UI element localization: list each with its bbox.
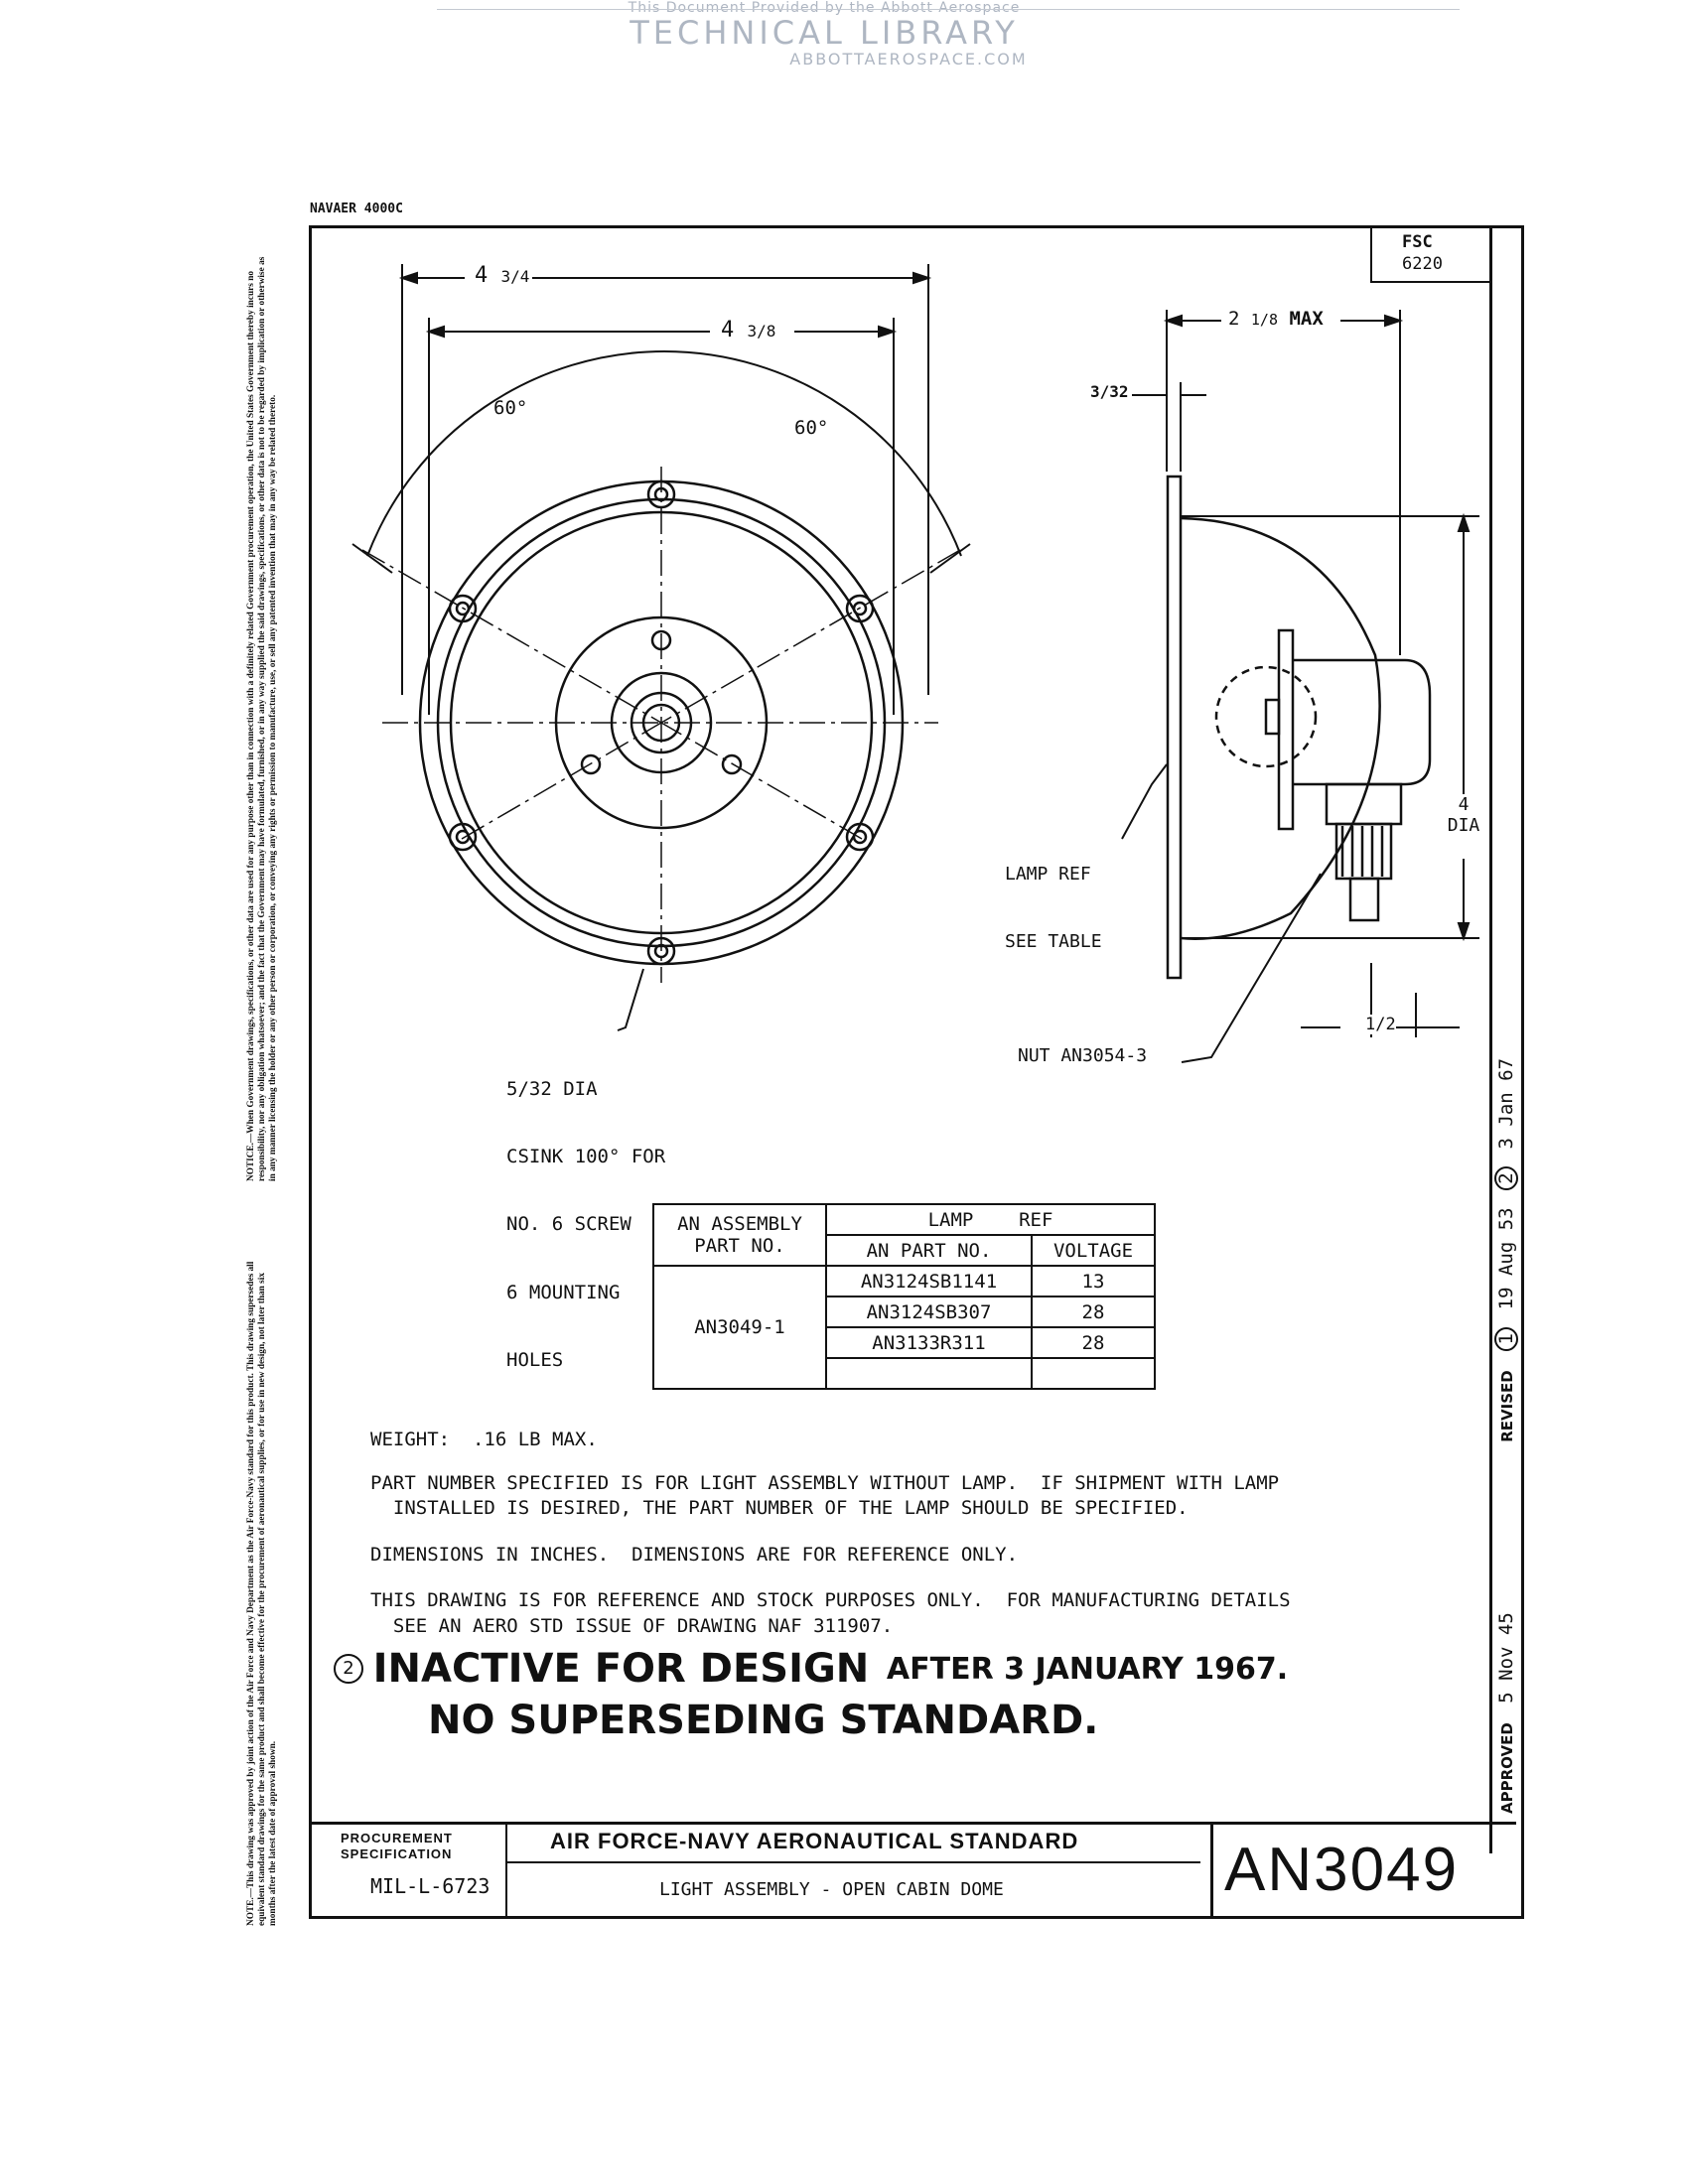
technical-drawing (351, 264, 1479, 1063)
revision-2-marker: 2 (334, 1654, 363, 1684)
inactive-stamp: 2 INACTIVE FOR DESIGN AFTER 3 JANUARY 19… (334, 1646, 1366, 1743)
side-flange (1166, 475, 1183, 980)
dim-angle-left: 60° (493, 397, 528, 419)
lamp-ref-callout: LAMP REF SEE TABLE (1005, 864, 1102, 952)
fsc-value: 6220 (1402, 254, 1443, 274)
drawing-number: AN3049 (1224, 1836, 1460, 1904)
drawing-border (309, 225, 1524, 1919)
standard-title: AIR FORCE-NAVY AERONAUTICAL STANDARD (550, 1829, 1079, 1853)
procurement-label-1: PROCUREMENT (341, 1831, 453, 1845)
table-cell-voltage: 28 (1031, 1326, 1156, 1359)
note-reference-1: THIS DRAWING IS FOR REFERENCE AND STOCK … (370, 1589, 1291, 1611)
watermark-line3: ABBOTTAEROSPACE.COM (789, 50, 1028, 68)
side-dome (1180, 516, 1381, 940)
header-code: NAVAER 4000C (310, 202, 403, 216)
watermark-line1: This Document Provided by the Abbott Aer… (628, 0, 1021, 16)
approved-date: 5 Nov 45 (1495, 1612, 1517, 1704)
approved-label: APPROVED (1498, 1722, 1516, 1814)
fsc-box: FSC 6220 (1370, 227, 1491, 283)
nut-callout: NUT AN3054-3 (1018, 1045, 1148, 1066)
mount-hole (448, 822, 478, 852)
note-part-number-1: PART NUMBER SPECIFIED IS FOR LIGHT ASSEM… (370, 1472, 1280, 1494)
mount-hole (845, 822, 875, 852)
table-cell-voltage: 13 (1031, 1265, 1156, 1297)
watermark: This Document Provided by the Abbott Aer… (437, 0, 1211, 79)
note-part-number-2: INSTALLED IS DESIRED, THE PART NUMBER OF… (370, 1497, 1189, 1519)
watermark-line2: TECHNICAL LIBRARY (630, 14, 1019, 52)
rev1-marker: 1 (1494, 1326, 1518, 1351)
table-cell-part: AN3124SB1141 (825, 1265, 1033, 1297)
inactive-line1a: INACTIVE FOR DESIGN (372, 1646, 870, 1692)
title-divider (505, 1861, 1200, 1863)
dim-half: 1/2 (1365, 1015, 1396, 1034)
inactive-line1b: AFTER 3 JANUARY 1967. (886, 1651, 1289, 1687)
dim-outer-width: 4 3/4 (475, 263, 530, 288)
table-header-part-no: AN PART NO. (825, 1234, 1033, 1267)
revision-strip-rule (1489, 225, 1492, 1853)
table-cell-part (825, 1357, 1033, 1390)
table-header-voltage: VOLTAGE (1031, 1234, 1156, 1267)
table-header-lamp-ref: LAMP REF (825, 1203, 1156, 1236)
mount-hole (845, 594, 875, 623)
revision-strip: APPROVED 5 Nov 45 REVISED 1 19 Aug 53 2 … (1494, 1058, 1520, 1814)
note-reference-2: SEE AN AERO STD ISSUE OF DRAWING NAF 311… (370, 1615, 894, 1637)
note-weight: WEIGHT: .16 LB MAX. (370, 1429, 598, 1450)
procurement-label-2: SPECIFICATION (341, 1846, 453, 1861)
part-title: LIGHT ASSEMBLY - OPEN CABIN DOME (659, 1879, 1004, 1900)
left-notice-bottom: NOTE.—This drawing was approved by joint… (246, 1261, 278, 1926)
title-block: PROCUREMENT SPECIFICATION MIL-L-6723 AIR… (311, 1822, 1516, 1916)
table-cell-voltage: 28 (1031, 1296, 1156, 1328)
procurement-value: MIL-L-6723 (370, 1874, 491, 1898)
note-dimensions: DIMENSIONS IN INCHES. DIMENSIONS ARE FOR… (370, 1544, 1019, 1566)
socket-housing (1277, 628, 1295, 831)
table-cell-part: AN3124SB307 (825, 1296, 1033, 1328)
dim-flange: 3/32 (1090, 382, 1129, 401)
mounting-holes-callout: 5/32 DIA CSINK 100° FOR NO. 6 SCREW 6 MO… (506, 1077, 666, 1372)
rev2-marker: 2 (1494, 1165, 1518, 1190)
rev2-date: 3 Jan 67 (1495, 1057, 1517, 1150)
fsc-label: FSC (1402, 232, 1433, 252)
dim-max-depth: 2 1/8 MAX (1228, 308, 1324, 330)
revised-label: REVISED (1498, 1370, 1516, 1442)
table-cell-part: AN3133R311 (825, 1326, 1033, 1359)
dim-angle-right: 60° (794, 417, 829, 439)
connector-nut (1325, 782, 1403, 826)
procurement-cell: PROCUREMENT SPECIFICATION MIL-L-6723 (311, 1825, 507, 1916)
table-cell-assembly: AN3049-1 (652, 1265, 827, 1390)
inactive-line2: NO SUPERSEDING STANDARD. (428, 1698, 1099, 1743)
mount-hole (448, 594, 478, 623)
watermark-rule (437, 9, 1460, 10)
dim-inner-width: 4 3/8 (721, 318, 776, 342)
rev1-date: 19 Aug 53 (1495, 1207, 1517, 1310)
table-cell-voltage (1031, 1357, 1156, 1390)
dim-diameter: 4 DIA (1438, 794, 1489, 836)
title-cell: AIR FORCE-NAVY AERONAUTICAL STANDARD LIG… (505, 1825, 1213, 1916)
